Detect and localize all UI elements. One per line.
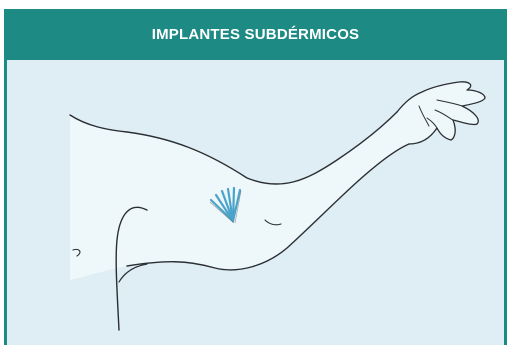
arm-illustration [7, 60, 504, 345]
arm-drawing [7, 60, 504, 345]
arm-shape [70, 82, 485, 280]
card-title: IMPLANTES SUBDÉRMICOS [152, 26, 360, 43]
card-header: IMPLANTES SUBDÉRMICOS [7, 9, 504, 60]
implant-card: IMPLANTES SUBDÉRMICOS [4, 9, 507, 345]
